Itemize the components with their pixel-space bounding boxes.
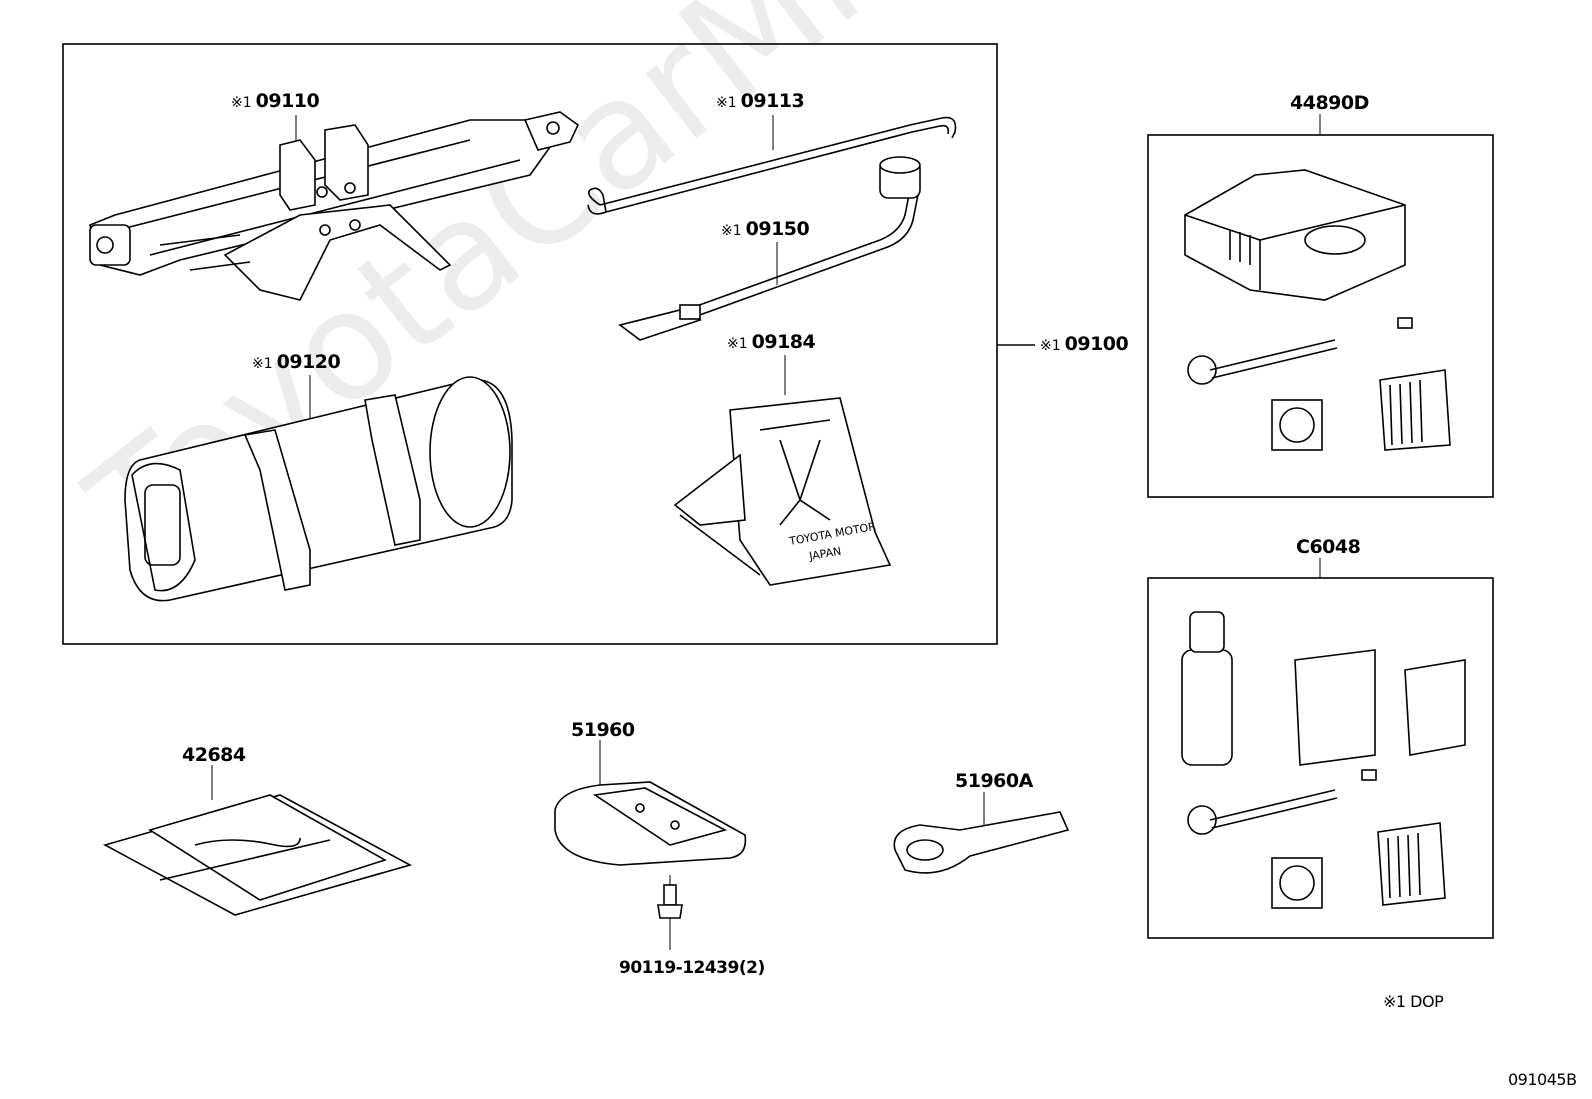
dop-mark: ※1 xyxy=(716,95,737,111)
label-90119-12439[interactable]: 90119-12439(2) xyxy=(619,958,765,978)
label-44890D[interactable]: 44890D xyxy=(1290,92,1369,114)
part-code: 09150 xyxy=(745,218,810,240)
part-code: 09113 xyxy=(740,90,805,112)
jack-handle-illustration xyxy=(587,115,957,215)
tie-down-hook-illustration xyxy=(554,740,747,950)
dop-mark: ※1 xyxy=(1040,338,1061,354)
part-code: 09120 xyxy=(276,351,341,373)
sealant-kit-illustration xyxy=(1181,611,1466,909)
wheel-wrench-illustration xyxy=(618,156,921,341)
footnote-dop: ※1 DOP xyxy=(1383,992,1444,1011)
group-box-09100 xyxy=(62,43,998,645)
dop-mark: ※1 xyxy=(727,336,748,352)
label-51960A[interactable]: 51960A xyxy=(955,770,1033,792)
label-51960[interactable]: 51960 xyxy=(571,719,635,741)
part-code: 09184 xyxy=(751,331,816,353)
jack-illustration xyxy=(89,111,580,301)
label-C6048[interactable]: C6048 xyxy=(1296,536,1361,558)
stand-text-line2: JAPAN xyxy=(807,545,842,564)
cover-illustration xyxy=(102,765,413,916)
dop-mark: ※1 xyxy=(252,356,273,372)
tool-bag-illustration xyxy=(124,375,513,602)
part-code: 09100 xyxy=(1064,333,1129,355)
dop-mark: ※1 xyxy=(231,95,252,111)
towing-eye-illustration xyxy=(893,792,1070,874)
compressor-illustration xyxy=(1184,169,1451,451)
diagram-id: 091045B xyxy=(1508,1070,1577,1089)
label-42684[interactable]: 42684 xyxy=(182,744,246,766)
stand-illustration: TOYOTA MOTOR JAPAN xyxy=(673,355,892,586)
part-code: 09110 xyxy=(255,90,320,112)
dop-mark: ※1 xyxy=(721,223,742,239)
